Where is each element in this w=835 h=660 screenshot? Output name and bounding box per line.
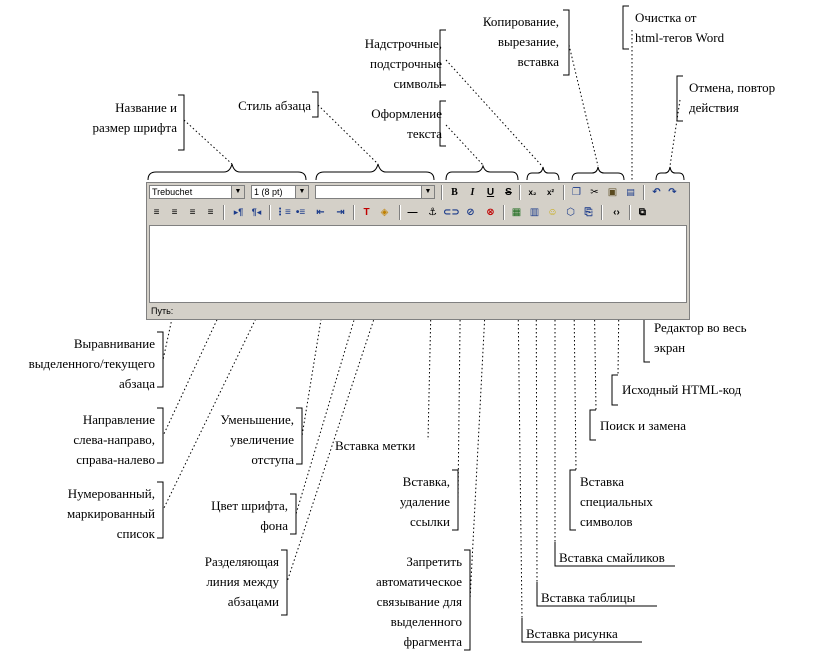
chevron-down-icon: ▼ (421, 186, 434, 198)
chevron-down-icon: ▼ (231, 186, 244, 198)
callout-paragraph-style: Стиль абзаца (238, 98, 311, 113)
nolink-icon[interactable]: ⊗ (486, 207, 495, 218)
font-name-value: Trebuchet (152, 187, 193, 197)
justify-icon[interactable]: ≡ (207, 207, 214, 218)
rtl-icon[interactable]: ¶◂ (251, 207, 262, 217)
ltr-icon[interactable]: ▸¶ (233, 207, 244, 217)
numbered-list-icon[interactable]: ⋮≡ (275, 207, 291, 218)
cut-icon[interactable]: ✂ (590, 187, 599, 198)
brace-supsub (526, 166, 560, 181)
brace-format (445, 164, 519, 181)
fullscreen-icon[interactable]: ⧉ (638, 207, 647, 218)
horizontal-rule-icon[interactable]: — (407, 207, 418, 218)
callout-search: Поиск и замена (600, 418, 687, 433)
bold-icon[interactable]: B (451, 187, 458, 198)
toolbar-row-1: Trebuchet ▼ 1 (8 pt) ▼ ▼ B I U S x₂ x² ❐… (147, 183, 687, 203)
unlink-icon[interactable]: ⊘ (466, 207, 475, 218)
toolbar-row-2: ≡ ≡ ≡ ≡ ▸¶ ¶◂ ⋮≡ •≡ ⇤ ⇥ T ◈ — ⚓ ⊂⊃ ⊘ ⊗ ▦… (147, 203, 687, 223)
special-chars-icon[interactable]: ⬡ (566, 207, 575, 218)
copy-icon[interactable]: ❐ (572, 187, 581, 198)
italic-icon[interactable]: I (470, 187, 475, 198)
path-label: Путь: (151, 306, 174, 316)
align-right-icon[interactable]: ≡ (189, 207, 196, 218)
undo-icon[interactable]: ↶ (652, 187, 661, 198)
underline-icon[interactable]: U (486, 187, 495, 198)
table-icon[interactable]: ▥ (529, 207, 540, 218)
callout-image: Вставка рисунка (526, 626, 618, 641)
font-size-select[interactable]: 1 (8 pt) ▼ (251, 185, 309, 199)
brace-font (147, 163, 307, 181)
editor-content-area[interactable] (149, 225, 687, 303)
outdent-icon[interactable]: ⇤ (316, 207, 325, 218)
status-bar: Путь: (149, 305, 687, 318)
image-icon[interactable]: ▦ (511, 207, 522, 218)
search-replace-icon[interactable]: ⎘ (584, 207, 593, 218)
align-left-icon[interactable]: ≡ (153, 207, 160, 218)
bulleted-list-icon[interactable]: •≡ (295, 207, 306, 218)
font-name-select[interactable]: Trebuchet ▼ (149, 185, 245, 199)
callout-table: Вставка таблицы (541, 590, 636, 605)
brace-clipboard (571, 166, 625, 181)
background-color-icon[interactable]: ◈ (380, 207, 389, 218)
callout-smiley: Вставка смайликов (559, 550, 665, 565)
paragraph-style-select[interactable]: ▼ (315, 185, 435, 199)
font-size-value: 1 (8 pt) (254, 187, 283, 197)
superscript-icon[interactable]: x² (546, 188, 555, 197)
font-color-icon[interactable]: T (363, 207, 370, 218)
html-editor: Trebuchet ▼ 1 (8 pt) ▼ ▼ B I U S x₂ x² ❐… (146, 182, 690, 320)
callout-clipboard: Копирование,вырезание,вставка (482, 14, 559, 69)
link-icon[interactable]: ⊂⊃ (443, 207, 460, 218)
callout-colors: Цвет шрифта,фона (211, 498, 288, 533)
callout-anchor: Вставка метки (335, 438, 416, 453)
smiley-icon[interactable]: ☺ (547, 207, 558, 218)
strikethrough-icon[interactable]: S (505, 187, 512, 198)
redo-icon[interactable]: ↷ (668, 187, 677, 198)
indent-icon[interactable]: ⇥ (336, 207, 345, 218)
html-source-icon[interactable]: ‹› (613, 207, 620, 218)
align-center-icon[interactable]: ≡ (171, 207, 178, 218)
paste-icon[interactable]: ▣ (607, 187, 618, 198)
subscript-icon[interactable]: x₂ (528, 188, 537, 197)
brace-undo (655, 166, 685, 181)
anchor-icon[interactable]: ⚓ (428, 207, 437, 218)
clean-word-icon[interactable]: ▤ (626, 187, 635, 197)
brace-style (315, 163, 435, 181)
chevron-down-icon: ▼ (295, 186, 308, 198)
callout-html-source: Исходный HTML-код (622, 382, 742, 397)
